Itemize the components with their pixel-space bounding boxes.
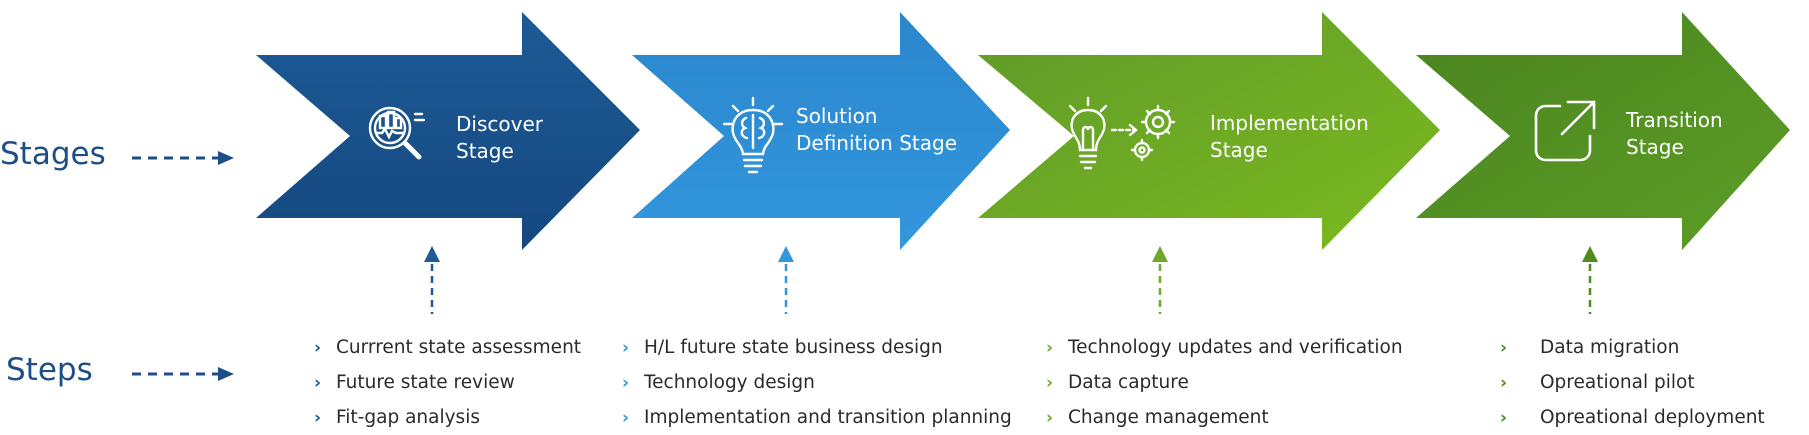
implementation-stage-arrow — [978, 12, 1440, 250]
solution-stage-arrow — [632, 12, 1010, 250]
list-item: › Change management — [1046, 400, 1403, 435]
step-label: Opreational pilot — [1540, 372, 1695, 393]
stages-row-label: Stages — [0, 136, 106, 172]
lightbulb-gears-icon — [1068, 96, 1176, 170]
chevron-right-icon: › — [622, 372, 630, 393]
step-label: Implementation and transition planning — [644, 407, 1012, 428]
transition-steps-list: › Data migration › Opreational pilot › Opre… — [1500, 330, 1765, 435]
step-label: H/L future state business design — [644, 337, 943, 358]
step-label: Currrent state assessment — [336, 337, 582, 358]
solution-up-arrow — [778, 246, 794, 314]
chevron-right-icon: › — [1500, 337, 1508, 358]
chevron-right-icon: › — [1046, 407, 1054, 428]
list-item: › Opreational pilot — [1500, 365, 1765, 400]
step-label: Data capture — [1068, 372, 1189, 393]
chevron-right-icon: › — [1500, 372, 1508, 393]
transition-stage-arrow — [1416, 12, 1790, 250]
step-label: Opreational deployment — [1540, 407, 1765, 428]
list-item: › Data capture — [1046, 365, 1403, 400]
transition-stage-title: Transition Stage — [1626, 108, 1723, 159]
list-item: › Technology design — [622, 365, 1012, 400]
magnifier-chart-icon — [368, 106, 426, 160]
step-label: Change management — [1068, 407, 1269, 428]
stage-arrows — [256, 12, 1790, 250]
stages-pointer-arrow — [132, 151, 234, 165]
chevron-right-icon: › — [314, 337, 322, 358]
chevron-right-icon: › — [314, 407, 322, 428]
list-item: › Opreational deployment — [1500, 400, 1765, 435]
chevron-right-icon: › — [1046, 337, 1054, 358]
list-item: › Currrent state assessment — [314, 330, 581, 365]
chevron-right-icon: › — [622, 407, 630, 428]
step-label: Fit-gap analysis — [336, 407, 480, 428]
discover-stage-arrow — [256, 12, 640, 250]
solution-steps-list: › H/L future state business design › Techn… — [622, 330, 1012, 435]
discover-stage-title: Discover Stage — [456, 112, 543, 163]
brain-lightbulb-icon — [722, 96, 784, 174]
implementation-up-arrow — [1152, 246, 1168, 314]
list-item: › Future state review — [314, 365, 581, 400]
chevron-right-icon: › — [1500, 407, 1508, 428]
chevron-right-icon: › — [1046, 372, 1054, 393]
list-item: › Technology updates and verification — [1046, 330, 1403, 365]
list-item: › Implementation and transition planning — [622, 400, 1012, 435]
steps-pointer-arrow — [132, 367, 234, 381]
list-item: › Data migration — [1500, 330, 1765, 365]
step-label: Technology design — [644, 372, 815, 393]
implementation-stage-title: Implementation Stage — [1210, 111, 1369, 162]
discover-steps-list: › Currrent state assessment › Future state… — [314, 330, 581, 435]
chevron-right-icon: › — [622, 337, 630, 358]
solution-stage-title: Solution Definition Stage — [796, 104, 957, 155]
chevron-right-icon: › — [314, 372, 322, 393]
external-link-icon — [1534, 100, 1596, 162]
list-item: › H/L future state business design — [622, 330, 1012, 365]
transition-up-arrow — [1582, 246, 1598, 314]
step-label: Data migration — [1540, 337, 1680, 358]
step-label: Technology updates and verification — [1068, 337, 1403, 358]
step-label: Future state review — [336, 372, 515, 393]
steps-row-label: Steps — [6, 352, 93, 388]
list-item: › Fit-gap analysis — [314, 400, 581, 435]
implementation-steps-list: › Technology updates and verification › Da… — [1046, 330, 1403, 435]
discover-up-arrow — [424, 246, 440, 314]
